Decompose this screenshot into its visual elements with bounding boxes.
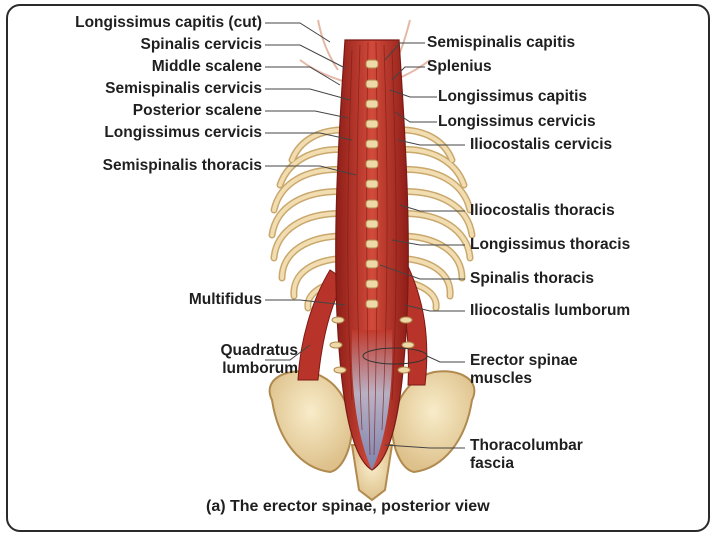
vertebral-column (365, 59, 379, 309)
label-semispinalis-capitis: Semispinalis capitis (427, 34, 576, 51)
label-longissimus-capitis: Longissimus capitis (438, 88, 588, 105)
label-longissimus-cervicis-right: Longissimus cervicis (438, 113, 596, 130)
thoracolumbar-fascia (351, 330, 393, 470)
quadratus-lumborum-muscle (297, 269, 346, 381)
muscle-striations (347, 41, 397, 456)
label-iliocostalis-thoracis: Iliocostalis thoracis (470, 202, 615, 219)
label-thoracolumbar-fascia: Thoracolumbar fascia (470, 437, 583, 472)
label-spinalis-cervicis: Spinalis cervicis (140, 36, 263, 53)
label-iliocostalis-cervicis: Iliocostalis cervicis (470, 136, 613, 153)
label-middle-scalene: Middle scalene (151, 58, 262, 75)
label-longissimus-cervicis-left: Longissimus cervicis (104, 124, 262, 141)
leader-lines-left (265, 22, 357, 361)
leader-lines-right (379, 42, 465, 449)
label-longissimus-capitis-cut: Longissimus capitis (cut) (75, 14, 262, 31)
label-erector-spinae-muscles: Erector spinae muscles (470, 352, 578, 387)
label-quadratus-lumborum: Quadratus lumborum (220, 342, 298, 377)
label-posterior-scalene: Posterior scalene (132, 102, 262, 119)
label-spinalis-thoracis: Spinalis thoracis (470, 270, 595, 287)
label-multifidus: Multifidus (188, 291, 262, 308)
slide-frame (6, 4, 710, 532)
label-longissimus-thoracis: Longissimus thoracis (470, 236, 631, 253)
transverse-processes (329, 316, 415, 374)
label-iliocostalis-lumborum: Iliocostalis lumborum (470, 302, 631, 319)
label-semispinalis-cervicis: Semispinalis cervicis (105, 80, 262, 97)
label-semispinalis-thoracis: Semispinalis thoracis (102, 157, 262, 174)
label-splenius: Splenius (427, 58, 492, 75)
figure-caption: (a) The erector spinae, posterior view (206, 498, 490, 515)
